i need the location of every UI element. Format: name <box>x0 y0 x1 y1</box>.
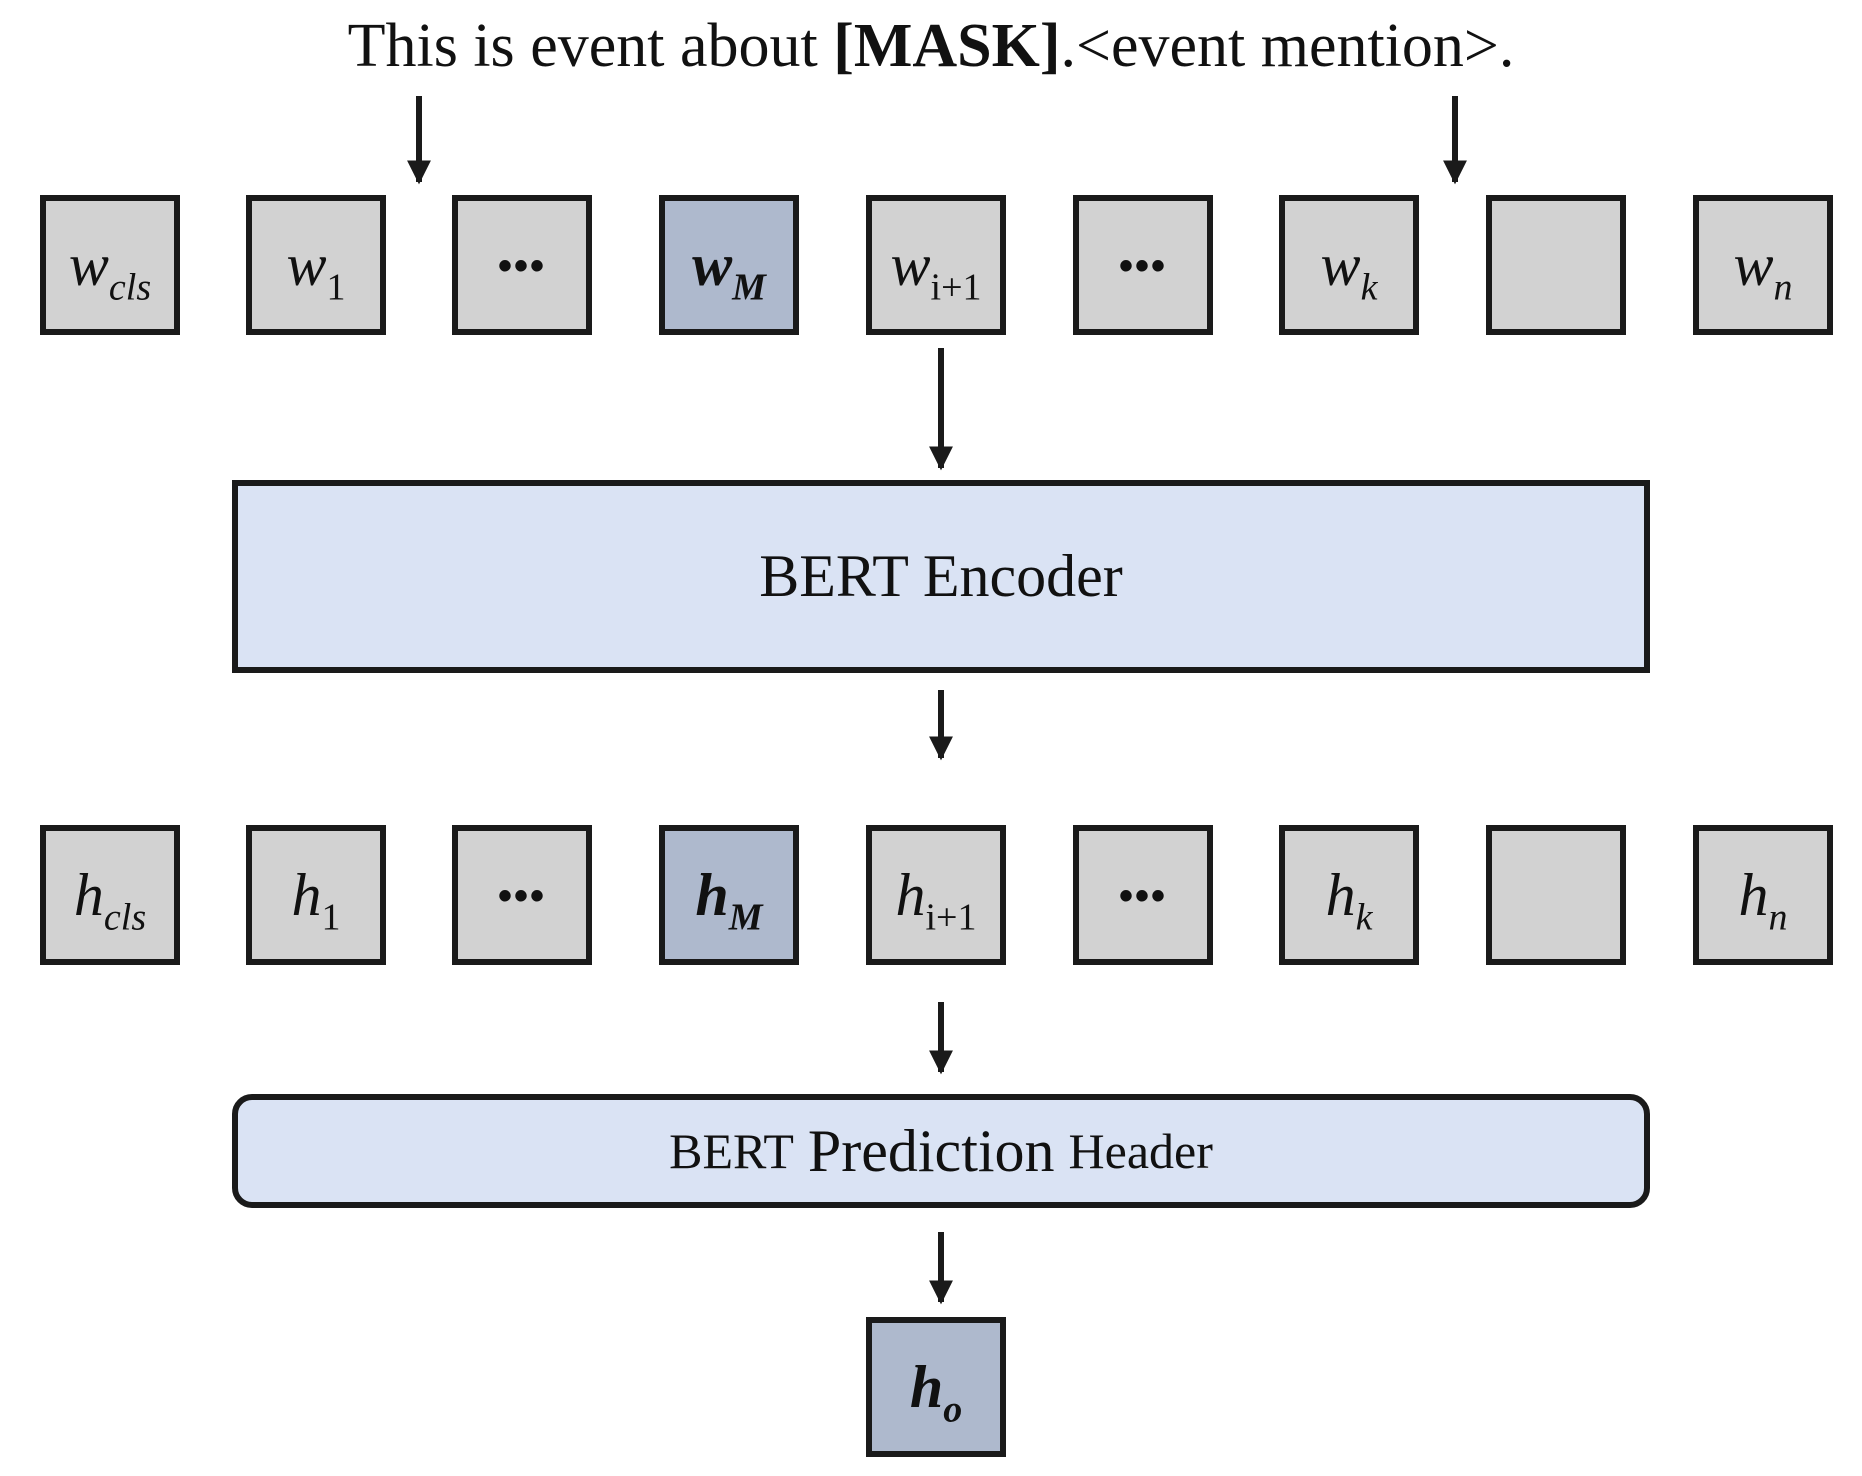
prediction-header-word-3: Header <box>1068 1123 1213 1179</box>
hidden-token-1: h1 <box>246 825 386 965</box>
template-sentence: This is event about [MASK].<event mentio… <box>0 8 1862 84</box>
token-subscript: 1 <box>321 896 341 939</box>
token-symbol: h <box>73 862 104 928</box>
token-subscript: n <box>1768 896 1788 939</box>
token-subscript: M <box>728 896 763 939</box>
sentence-suffix: .<event mention>. <box>1060 12 1515 80</box>
input-token-n: wn <box>1693 195 1833 335</box>
token-subscript: i+1 <box>930 266 982 309</box>
input-token-ellipsis-2: ••• <box>1073 195 1213 335</box>
prediction-header-word-1: BERT <box>669 1123 794 1179</box>
token-symbol: h <box>1325 862 1356 928</box>
ellipsis-icon: ••• <box>497 874 546 918</box>
token-symbol: h <box>291 862 322 928</box>
sentence-prefix: This is event about <box>347 12 834 80</box>
hidden-token-n: hn <box>1693 825 1833 965</box>
token-subscript: cls <box>103 896 147 939</box>
mask-token-text: [MASK] <box>833 12 1061 80</box>
ellipsis-icon: ••• <box>1118 874 1167 918</box>
token-subscript: i+1 <box>925 896 977 939</box>
input-token-1: w1 <box>246 195 386 335</box>
prediction-header-word-2: Prediction <box>807 1117 1055 1184</box>
input-token-ellipsis-1: ••• <box>452 195 592 335</box>
hidden-token-cls: hcls <box>40 825 180 965</box>
token-subscript: o <box>943 1388 963 1431</box>
bert-encoder-label: BERT Encoder <box>759 543 1123 609</box>
hidden-token-mask: hM <box>659 825 799 965</box>
token-symbol: w <box>890 232 931 298</box>
token-symbol: w <box>68 232 109 298</box>
hidden-token-blank <box>1486 825 1626 965</box>
token-subscript: 1 <box>326 266 346 309</box>
token-subscript: M <box>732 266 766 309</box>
token-symbol: w <box>1733 232 1774 298</box>
bert-prediction-header-block: BERT Prediction Header <box>232 1094 1650 1208</box>
token-symbol: w <box>692 232 733 298</box>
output-token: ho <box>866 1317 1006 1457</box>
token-subscript: n <box>1773 266 1793 309</box>
token-symbol: h <box>909 1354 944 1420</box>
token-subscript: k <box>1355 896 1373 939</box>
token-subscript: k <box>1360 266 1378 309</box>
input-token-cls: wcls <box>40 195 180 335</box>
hidden-token-k: hk <box>1279 825 1419 965</box>
hidden-token-ellipsis-2: ••• <box>1073 825 1213 965</box>
token-symbol: w <box>1320 232 1361 298</box>
token-symbol: w <box>286 232 327 298</box>
ellipsis-icon: ••• <box>497 244 546 288</box>
input-token-i-plus-1: wi+1 <box>866 195 1006 335</box>
hidden-token-ellipsis-1: ••• <box>452 825 592 965</box>
ellipsis-icon: ••• <box>1118 244 1167 288</box>
token-symbol: h <box>895 862 926 928</box>
input-token-blank <box>1486 195 1626 335</box>
token-symbol: h <box>1738 862 1769 928</box>
input-token-mask: wM <box>659 195 799 335</box>
token-symbol: h <box>695 862 729 928</box>
bert-encoder-block: BERT Encoder <box>232 480 1650 673</box>
input-token-k: wk <box>1279 195 1419 335</box>
token-subscript: cls <box>108 266 152 309</box>
hidden-token-i-plus-1: hi+1 <box>866 825 1006 965</box>
